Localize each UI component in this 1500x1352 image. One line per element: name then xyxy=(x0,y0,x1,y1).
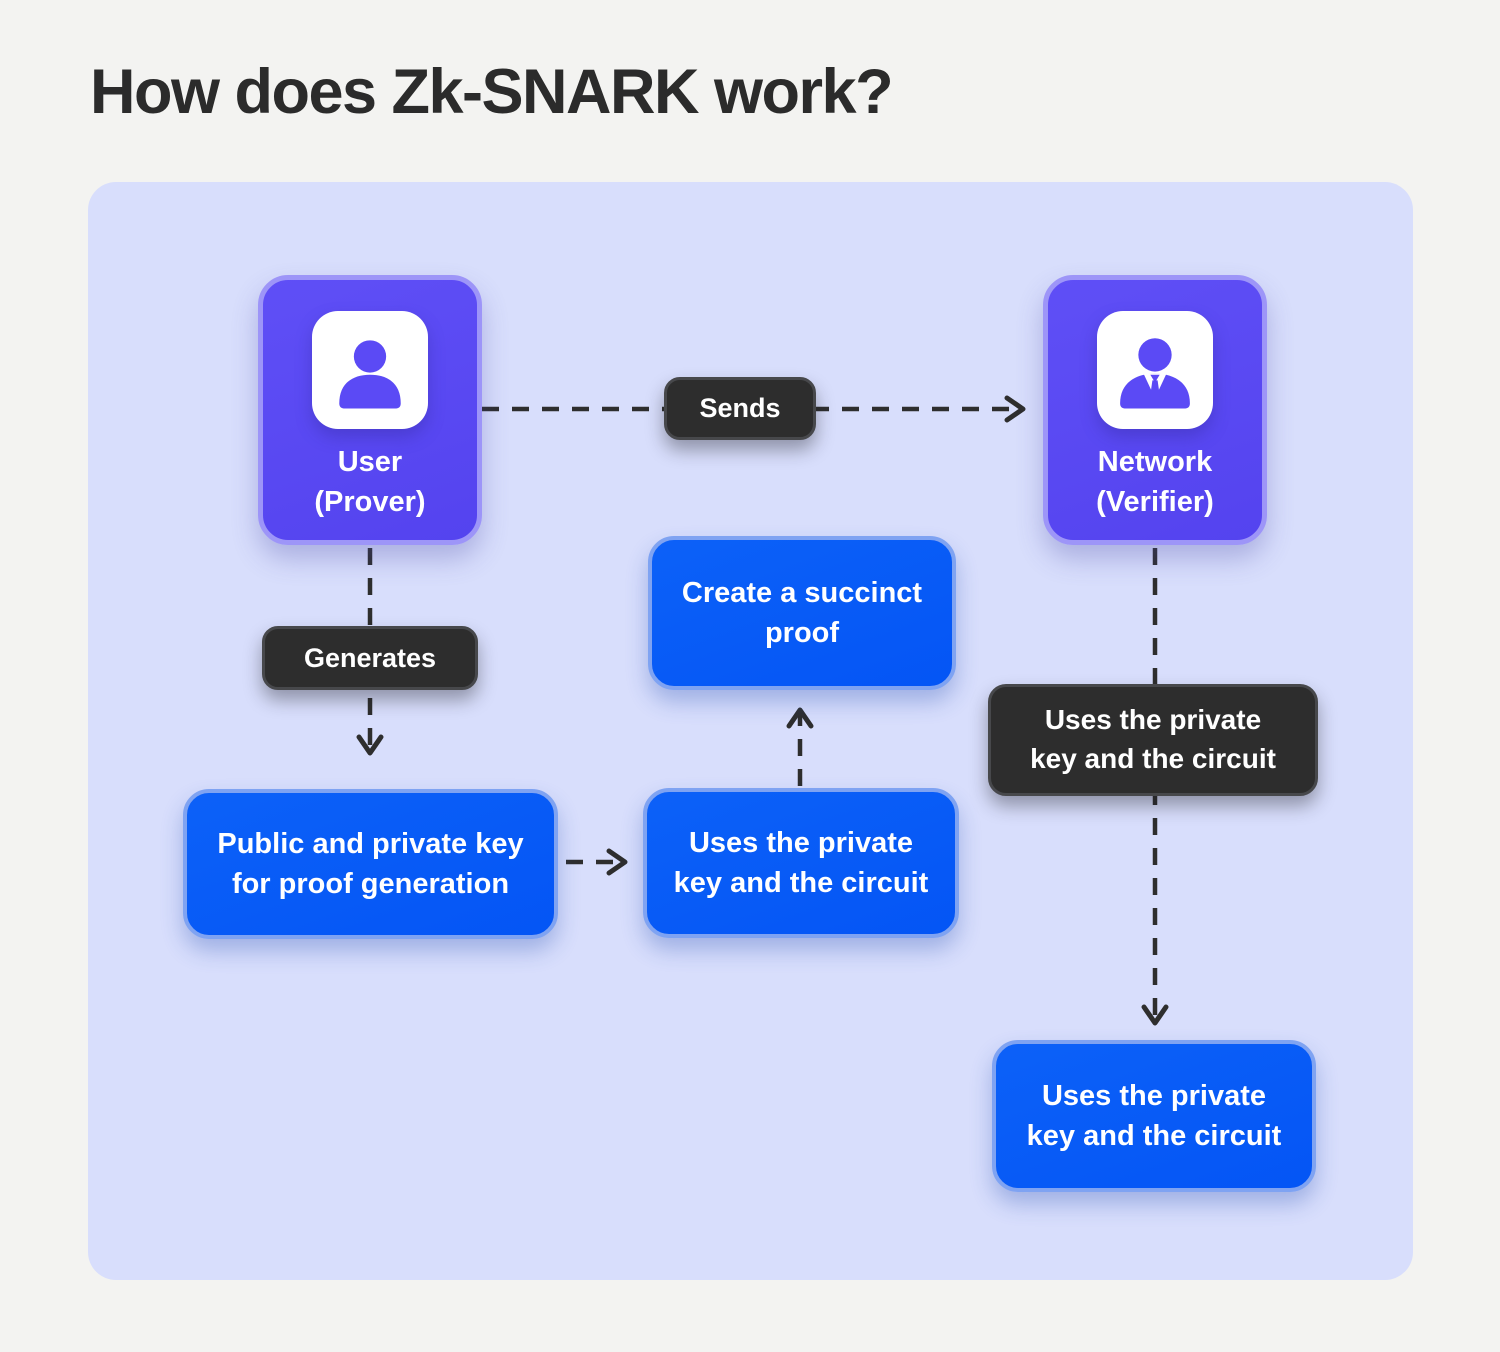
person-icon xyxy=(312,311,428,429)
box-keygen: Public and private key for proof generat… xyxy=(183,789,558,939)
box-bottom-line-2: key and the circuit xyxy=(1026,1120,1282,1152)
box-mid-line-2: key and the circuit xyxy=(673,867,929,899)
generates-label-text: Generates xyxy=(303,642,437,673)
box-mid-line-1: Uses the private xyxy=(688,826,914,859)
box-keygen-line-2: for proof generation xyxy=(231,868,510,900)
sends-label-text: Sends xyxy=(699,393,781,423)
node-user-prover: User (Prover) xyxy=(258,275,482,545)
network-node-label: Network (Verifier) xyxy=(1096,442,1214,522)
network-label-line-2: (Verifier) xyxy=(1096,486,1214,519)
box-keygen-line-1: Public and private key xyxy=(217,827,524,860)
person-tie-icon xyxy=(1097,311,1213,429)
page-title: How does Zk-SNARK work? xyxy=(90,57,894,127)
network-label-line-1: Network xyxy=(1097,446,1213,478)
box-create-succinct-proof: Create a succinct proof xyxy=(648,536,956,690)
uses-key-circuit-label-line-2: key and the circuit xyxy=(1030,743,1276,774)
box-uses-key-circuit-mid: Uses the private key and the circuit xyxy=(643,788,959,938)
uses-key-circuit-label: Uses the private key and the circuit xyxy=(988,684,1318,796)
user-label-line-2: (Prover) xyxy=(314,486,426,519)
box-succinct-line-2: proof xyxy=(764,617,840,649)
box-bottom-line-1: Uses the private xyxy=(1041,1079,1267,1112)
box-succinct-line-1: Create a succinct xyxy=(681,576,923,609)
generates-label: Generates xyxy=(262,626,478,690)
node-network-verifier: Network (Verifier) xyxy=(1043,275,1267,545)
user-label-line-1: User xyxy=(337,446,403,478)
box-uses-key-circuit-bottom: Uses the private key and the circuit xyxy=(992,1040,1316,1192)
sends-label: Sends xyxy=(664,377,816,440)
uses-key-circuit-label-line-1: Uses the private xyxy=(1044,704,1262,736)
user-node-label: User (Prover) xyxy=(314,442,425,522)
